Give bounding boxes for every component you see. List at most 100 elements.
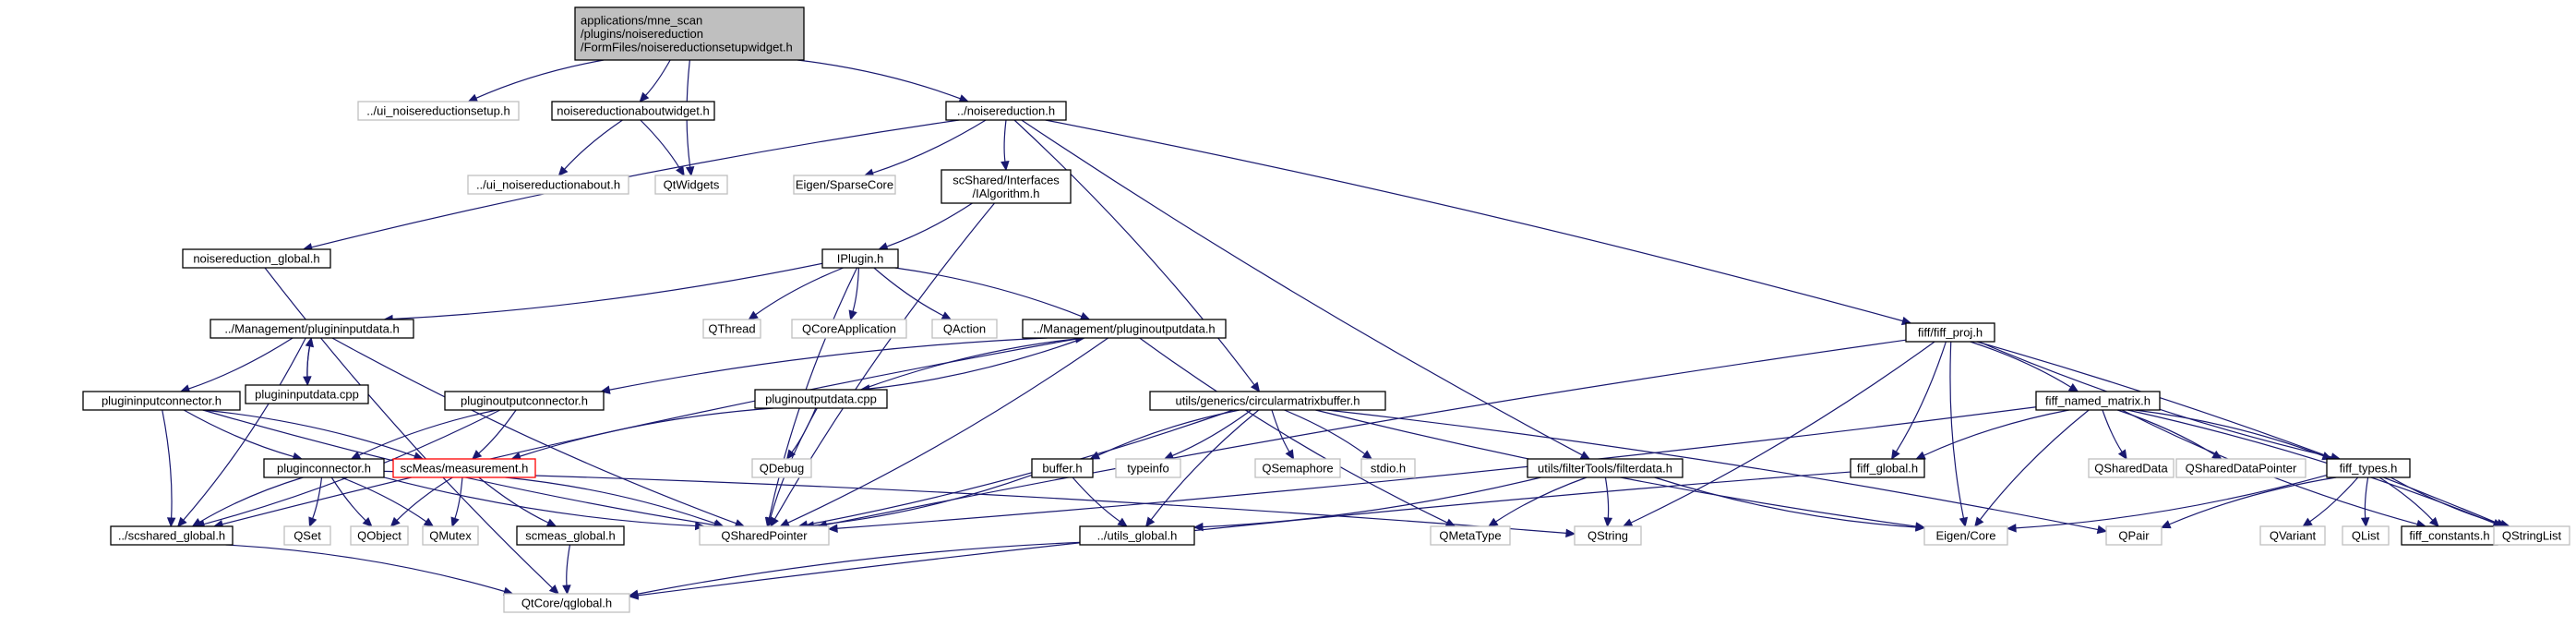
edge-line — [1979, 409, 2090, 521]
edge-line — [894, 267, 1083, 318]
node-label: noisereduction_global.h — [193, 252, 319, 266]
edge-line — [1654, 476, 1917, 528]
edge-arrowhead — [2160, 520, 2172, 529]
node-label: fiff_named_matrix.h — [2045, 394, 2151, 408]
node-fiff-proj[interactable]: fiff/fiff_proj.h — [1905, 322, 1995, 343]
edge-circbuffer-to-stdio — [1284, 409, 1373, 460]
node-qsharedpointer[interactable]: QSharedPointer — [699, 525, 830, 546]
node-qlist[interactable]: QList — [2342, 525, 2390, 546]
node-ui-about[interactable]: ../ui_noisereductionabout.h — [467, 175, 629, 195]
edge-arrowhead — [562, 585, 571, 596]
node-nr-global[interactable]: noisereduction_global.h — [182, 248, 331, 269]
node-typeinfo[interactable]: typeinfo — [1115, 458, 1181, 478]
node-box — [751, 458, 812, 478]
node-pluginoutputdata[interactable]: ../Management/pluginoutputdata.h — [1022, 319, 1227, 339]
edge-arrowhead — [2096, 525, 2108, 535]
node-qmetatype[interactable]: QMetaType — [1430, 525, 1511, 546]
node-root[interactable]: applications/mne_scan/plugins/noisereduc… — [574, 6, 805, 61]
node-label: applications/mne_scan — [581, 14, 702, 28]
node-qsemaphore[interactable]: QSemaphore — [1254, 458, 1341, 478]
node-plugininputdata[interactable]: ../Management/plugininputdata.h — [210, 319, 414, 339]
node-qstringlist[interactable]: QStringList — [2493, 525, 2570, 546]
edge-fiff-proj-to-fiff-global — [1890, 341, 1947, 461]
node-qmutex[interactable]: QMutex — [422, 525, 479, 546]
node-label: QMutex — [429, 529, 472, 543]
node-eigen-core[interactable]: Eigen/Core — [1923, 525, 2008, 546]
edge-arrowhead — [2360, 517, 2370, 528]
node-fiff-global[interactable]: fiff_global.h — [1850, 458, 1925, 478]
node-box — [1527, 458, 1683, 478]
node-iplugin[interactable]: IPlugin.h — [821, 248, 899, 269]
node-box — [1574, 525, 1642, 546]
node-box — [1905, 322, 1995, 343]
node-qshareddataptr[interactable]: QSharedDataPointer — [2175, 458, 2306, 478]
edge-arrowhead — [2006, 524, 2017, 533]
edge-arrowhead — [685, 165, 695, 177]
edge-arrowhead — [2302, 517, 2313, 527]
edge-ialgorithm-to-iplugin — [878, 202, 973, 251]
node-label: /FormFiles/noisereductionsetupwidget.h — [581, 41, 793, 54]
edge-buffer-to-utils-global — [1072, 476, 1128, 527]
node-pluginconnector[interactable]: pluginconnector.h — [263, 458, 385, 478]
node-plugininputdata-cpp[interactable]: plugininputdata.cpp — [245, 384, 369, 404]
node-fiff-types[interactable]: fiff_types.h — [2326, 458, 2411, 478]
edge-arrowhead — [1565, 528, 1576, 538]
node-qpair[interactable]: QPair — [2105, 525, 2163, 546]
node-circbuffer[interactable]: utils/generics/circularmatrixbuffer.h — [1149, 391, 1386, 411]
edge-circbuffer-to-utils-global — [1144, 409, 1260, 527]
node-qthread[interactable]: QThread — [702, 319, 761, 339]
node-fiff-named[interactable]: fiff_named_matrix.h — [2035, 391, 2161, 411]
node-qstring[interactable]: QString — [1574, 525, 1642, 546]
node-plugininputconnector[interactable]: plugininputconnector.h — [82, 391, 241, 411]
edge-line — [341, 476, 427, 523]
node-qobject[interactable]: QObject — [350, 525, 409, 546]
node-noisereduction[interactable]: ../noisereduction.h — [945, 101, 1067, 121]
edge-line — [1326, 409, 2099, 531]
edge-pluginconnector-to-qset — [308, 476, 323, 528]
node-measurement[interactable]: scMeas/measurement.h — [392, 458, 536, 478]
node-label: ../ui_noisereductionabout.h — [476, 178, 620, 192]
node-ui-setup[interactable]: ../ui_noisereductionsetup.h — [357, 101, 520, 121]
edge-arrowhead — [450, 516, 460, 528]
node-box — [2088, 458, 2175, 478]
node-stdio[interactable]: stdio.h — [1360, 458, 1416, 478]
edge-line — [1021, 119, 1583, 456]
node-qglobal[interactable]: QtCore/qglobal.h — [503, 593, 630, 613]
node-label: QSemaphore — [1262, 462, 1333, 476]
node-scshared-global[interactable]: ../scshared_global.h — [110, 525, 234, 546]
node-ialgorithm[interactable]: scShared/Interfaces/IAlgorithm.h — [941, 169, 1072, 204]
node-box — [2105, 525, 2163, 546]
node-eigen-sparse[interactable]: Eigen/SparseCore — [793, 175, 896, 195]
node-qcoreapp[interactable]: QCoreApplication — [791, 319, 907, 339]
edge-arrowhead — [467, 93, 479, 102]
node-buffer[interactable]: buffer.h — [1031, 458, 1094, 478]
node-qdebug[interactable]: QDebug — [751, 458, 812, 478]
edge-arrowhead — [1974, 516, 1984, 527]
node-label: pluginoutputdata.cpp — [765, 392, 877, 406]
edge-line — [886, 202, 973, 247]
node-aboutwidget[interactable]: noisereductionaboutwidget.h — [551, 101, 715, 121]
edge-line — [1923, 409, 2069, 456]
node-box — [1923, 525, 2008, 546]
node-qvariant[interactable]: QVariant — [2259, 525, 2326, 546]
edge-fiff-named-to-qshareddata — [2102, 409, 2127, 461]
node-pluginoutputconnector[interactable]: pluginoutputconnector.h — [444, 391, 605, 411]
node-fiff-constants[interactable]: fiff_constants.h — [2401, 525, 2498, 546]
edge-arrowhead — [1487, 517, 1499, 527]
node-label: /plugins/noisereduction — [581, 27, 703, 41]
node-box — [2493, 525, 2570, 546]
node-label: scShared/Interfaces — [953, 173, 1060, 187]
edge-plugininputdata-to-plugininputconnector — [179, 337, 294, 393]
edge-arrowhead — [2067, 382, 2079, 392]
node-label: QList — [2352, 529, 2380, 543]
node-qset[interactable]: QSet — [283, 525, 331, 546]
node-qaction[interactable]: QAction — [931, 319, 998, 339]
edge-arrowhead — [548, 584, 559, 595]
node-scmeas-global[interactable]: scmeas_global.h — [516, 525, 625, 546]
node-utils-global[interactable]: ../utils_global.h — [1079, 525, 1195, 546]
node-qshareddata[interactable]: QSharedData — [2088, 458, 2175, 478]
edge-arrowhead — [1603, 517, 1613, 528]
node-filterdata[interactable]: utils/filterTools/filterdata.h — [1527, 458, 1683, 478]
node-pluginoutputdata-cpp[interactable]: pluginoutputdata.cpp — [754, 389, 888, 409]
node-qtwidgets[interactable]: QtWidgets — [654, 175, 728, 195]
